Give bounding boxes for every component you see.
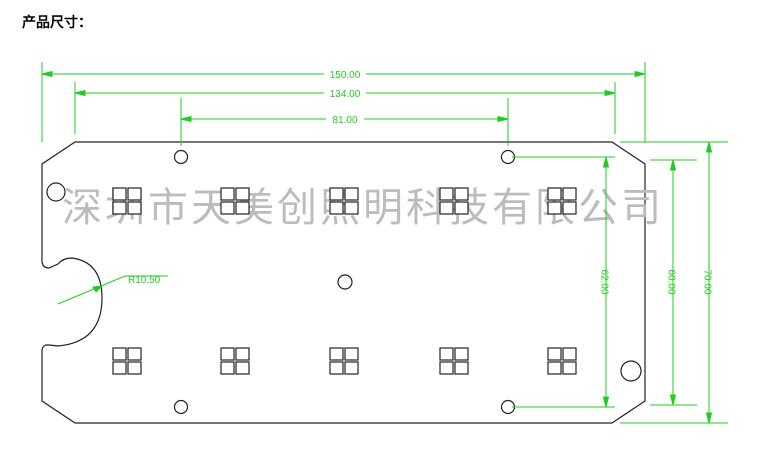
dim-overall-height: 70.00: [701, 269, 712, 294]
led-pad: [235, 187, 250, 201]
led-pad: [562, 361, 577, 375]
led-group-top: [547, 187, 577, 215]
dim-hole-vertical: 62.00: [598, 269, 609, 294]
dimension-lines: [41, 62, 728, 424]
led-pad: [454, 187, 469, 201]
led-pad: [439, 361, 454, 375]
led-pad: [329, 347, 344, 361]
led-pad: [220, 361, 235, 375]
mounting-hole: [173, 149, 189, 165]
led-pad-groups: [112, 187, 577, 375]
center-hole: [337, 274, 353, 290]
led-pad: [329, 361, 344, 375]
led-group-bottom: [439, 347, 469, 375]
dim-overall-length: 150.00: [330, 70, 361, 81]
page-title: 产品尺寸：: [22, 15, 92, 31]
led-pad: [235, 361, 250, 375]
led-pad: [112, 361, 127, 375]
led-pad: [547, 361, 562, 375]
led-group-bottom: [547, 347, 577, 375]
led-pad: [220, 347, 235, 361]
led-group-bottom: [220, 347, 250, 375]
led-pad: [439, 347, 454, 361]
led-pad: [454, 201, 469, 215]
led-pad: [547, 347, 562, 361]
led-pad: [344, 187, 359, 201]
led-pad: [329, 187, 344, 201]
mounting-hole: [173, 399, 189, 415]
led-group-top: [112, 187, 142, 215]
side-hole-left: [46, 182, 66, 202]
led-pad: [127, 201, 142, 215]
led-group-top: [220, 187, 250, 215]
led-pad: [112, 201, 127, 215]
led-pad: [127, 361, 142, 375]
led-pad: [235, 201, 250, 215]
led-pad: [112, 187, 127, 201]
led-group-top: [439, 187, 469, 215]
dim-hole-spacing: 81.00: [332, 115, 357, 126]
led-group-top: [329, 187, 359, 215]
led-pad: [127, 347, 142, 361]
led-pad: [454, 347, 469, 361]
led-pad: [220, 187, 235, 201]
dim-inner-length: 134.00: [330, 89, 361, 100]
led-pad: [235, 347, 250, 361]
board-outline: [41, 141, 646, 424]
dim-inner-height: 60.00: [665, 269, 676, 294]
dim-radius: R10.50: [128, 275, 161, 286]
led-pad: [562, 201, 577, 215]
led-pad: [112, 347, 127, 361]
led-pad: [454, 361, 469, 375]
led-pad: [439, 187, 454, 201]
led-group-bottom: [329, 347, 359, 375]
led-pad: [344, 201, 359, 215]
led-pad: [344, 347, 359, 361]
led-pad: [220, 201, 235, 215]
led-pad: [547, 201, 562, 215]
led-group-bottom: [112, 347, 142, 375]
led-pad: [547, 187, 562, 201]
led-pad: [439, 201, 454, 215]
led-pad: [329, 201, 344, 215]
led-pad: [562, 187, 577, 201]
led-pad: [562, 347, 577, 361]
led-pad: [127, 187, 142, 201]
side-hole-right: [620, 360, 642, 382]
led-pad: [344, 361, 359, 375]
